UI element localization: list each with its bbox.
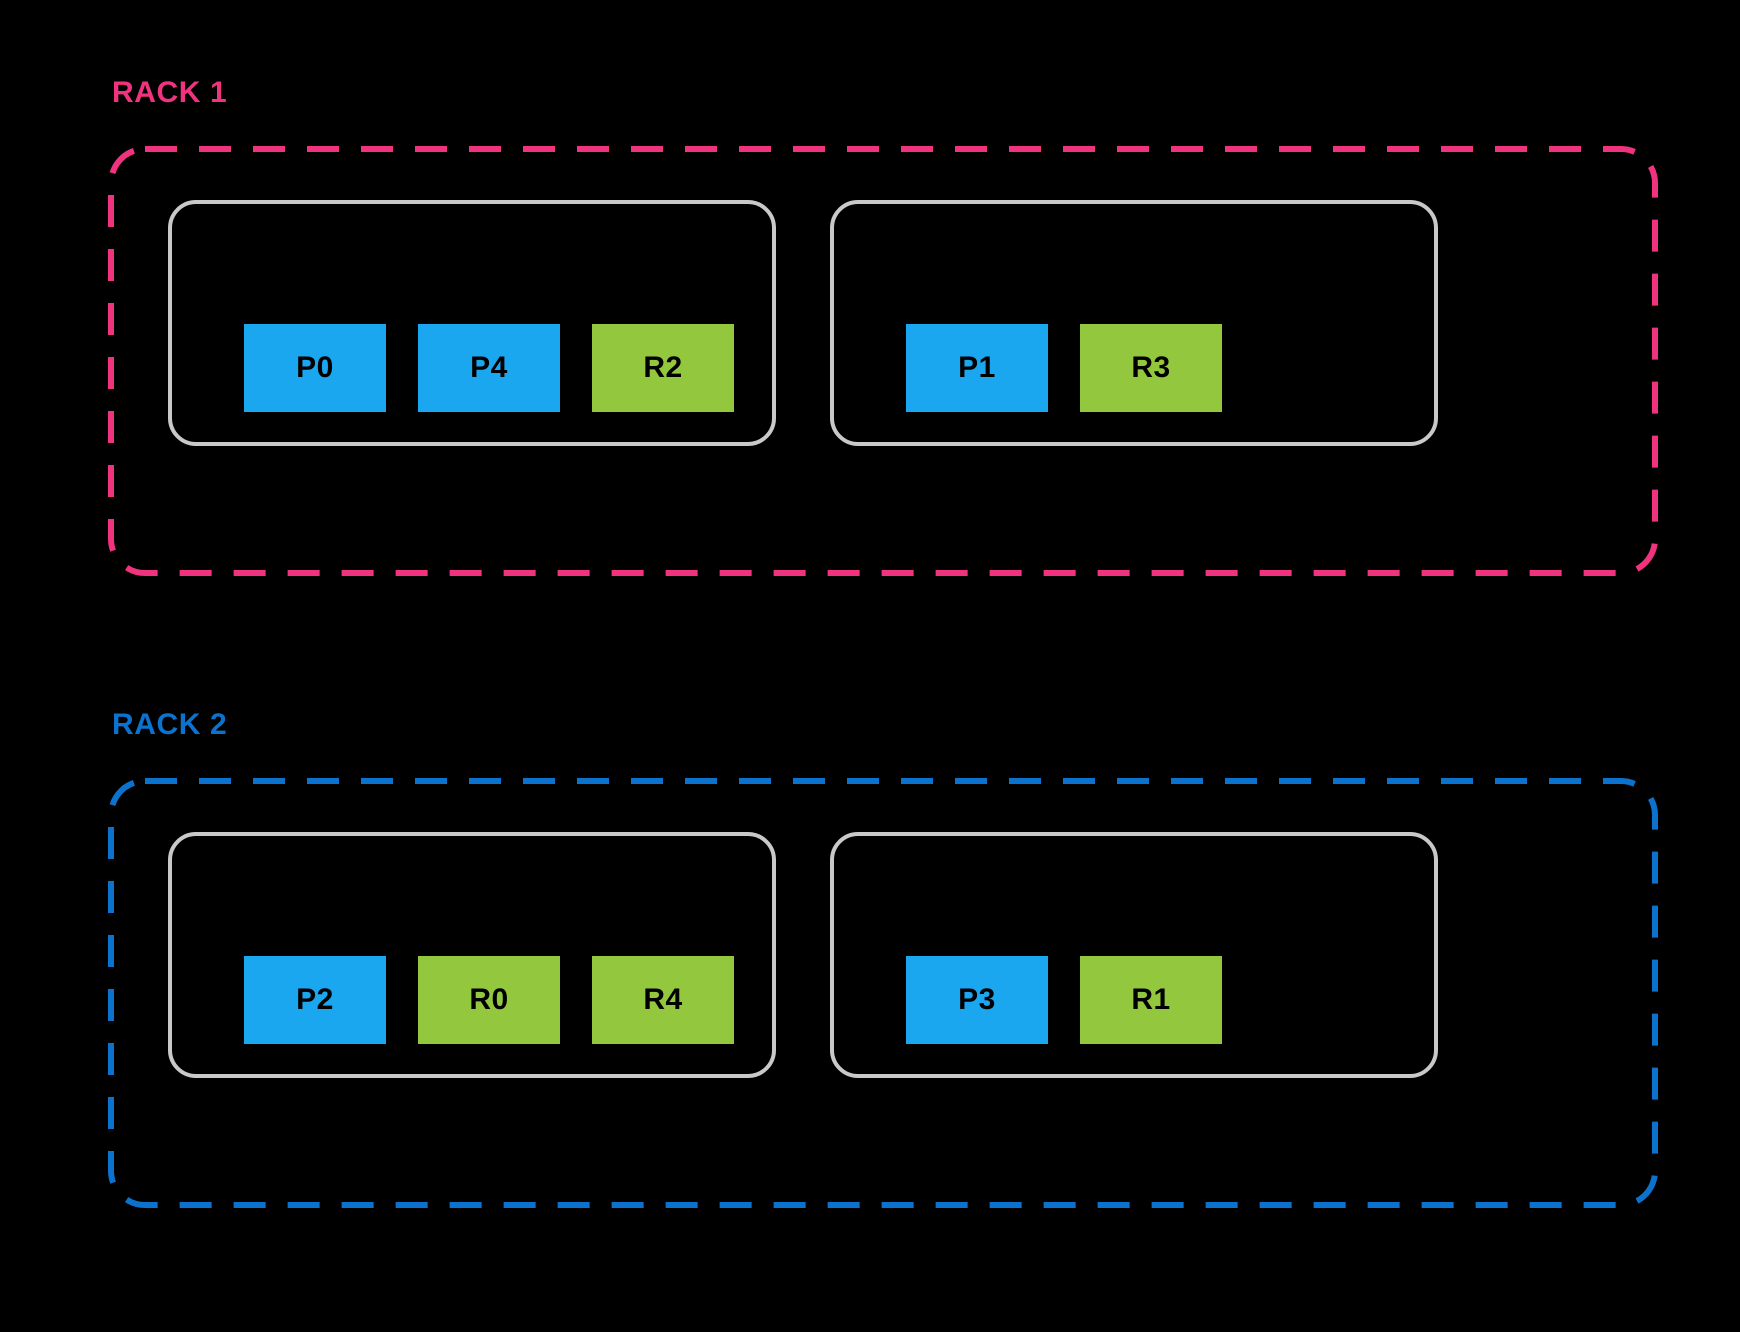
rack-label-2: RACK 2 — [112, 708, 228, 741]
chip-r1[interactable]: R1 — [1080, 956, 1222, 1044]
chip-p4[interactable]: P4 — [418, 324, 560, 412]
chip-r2[interactable]: R2 — [592, 324, 734, 412]
node-box-rack2-node2: P3 R1 — [830, 832, 1438, 1078]
rack-group-2: RACK 2 P2 R0 R4 P3 R1 — [0, 632, 1740, 1292]
chip-row-rack1-node1: P0 P4 R2 — [244, 324, 734, 412]
rack-boundary-2 — [108, 778, 1658, 1208]
node-box-rack1-node2: P1 R3 — [830, 200, 1438, 446]
chip-p1[interactable]: P1 — [906, 324, 1048, 412]
chip-p3[interactable]: P3 — [906, 956, 1048, 1044]
chip-r0[interactable]: R0 — [418, 956, 560, 1044]
chip-r3[interactable]: R3 — [1080, 324, 1222, 412]
rack-boundary-2-dash — [108, 778, 1658, 1208]
rack-boundary-1 — [108, 146, 1658, 576]
rack-boundary-1-dash — [108, 146, 1658, 576]
rack-label-1: RACK 1 — [112, 76, 228, 109]
rack-group-1: RACK 1 P0 P4 R2 P1 R3 — [0, 0, 1740, 660]
node-box-rack2-node1: P2 R0 R4 — [168, 832, 776, 1078]
chip-p2[interactable]: P2 — [244, 956, 386, 1044]
chip-row-rack1-node2: P1 R3 — [906, 324, 1222, 412]
chip-p0[interactable]: P0 — [244, 324, 386, 412]
chip-row-rack2-node2: P3 R1 — [906, 956, 1222, 1044]
chip-row-rack2-node1: P2 R0 R4 — [244, 956, 734, 1044]
chip-r4[interactable]: R4 — [592, 956, 734, 1044]
node-box-rack1-node1: P0 P4 R2 — [168, 200, 776, 446]
